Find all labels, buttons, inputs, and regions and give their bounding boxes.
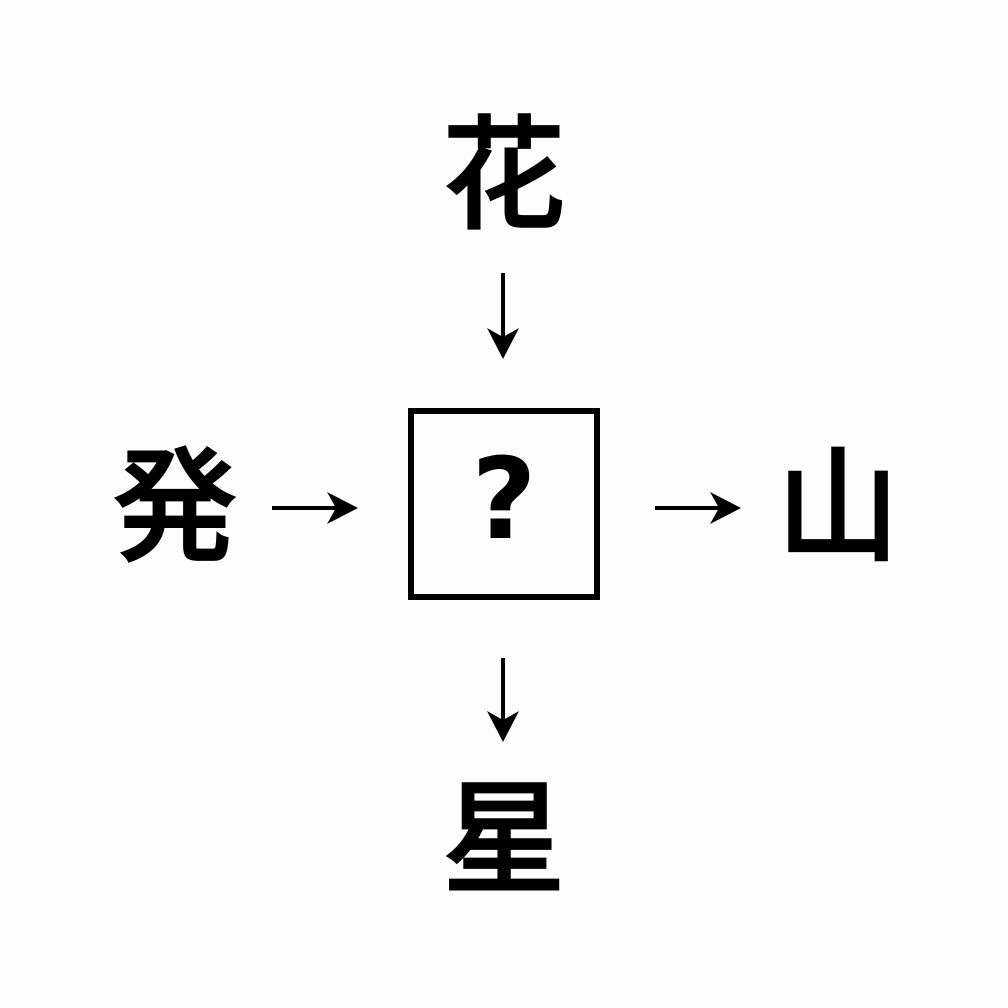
arrow-right-left-to-box — [272, 492, 358, 524]
kanji-right: 山 — [777, 437, 899, 579]
arrow-right-box-to-right — [655, 492, 741, 524]
arrow-down-box-to-bottom — [487, 658, 519, 742]
arrow-down-top-to-box — [487, 273, 519, 359]
kanji-top: 花 — [443, 105, 565, 247]
kanji-bottom: 星 — [443, 769, 565, 911]
answer-box[interactable]: ? — [408, 408, 600, 600]
kanji-left: 発 — [114, 437, 236, 579]
question-mark: ? — [471, 435, 537, 565]
